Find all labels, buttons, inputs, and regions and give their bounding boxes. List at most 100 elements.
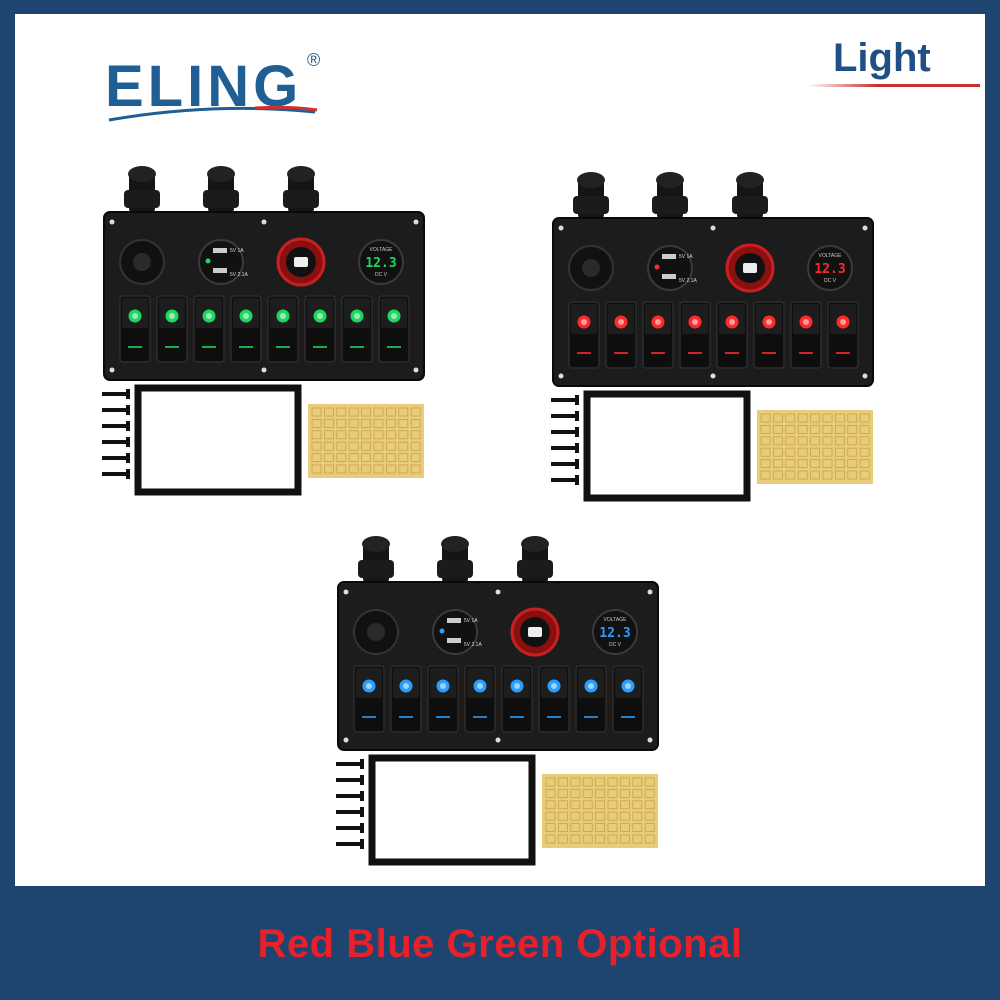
switch-indicator bbox=[165, 346, 179, 348]
cigarette-lighter-icon bbox=[510, 607, 560, 657]
usb-label: 5V 2.1A bbox=[230, 272, 248, 278]
switch-indicator bbox=[836, 352, 850, 354]
switch-indicator bbox=[276, 346, 290, 348]
switch-indicator bbox=[399, 716, 413, 718]
gasket-frame bbox=[368, 754, 536, 866]
panel-body bbox=[337, 581, 659, 751]
switch-indicator bbox=[651, 352, 665, 354]
screw-hole bbox=[413, 219, 419, 225]
rocker-switch bbox=[827, 301, 859, 369]
switch-indicator bbox=[688, 352, 702, 354]
mounting-screw-icon bbox=[336, 839, 364, 849]
rocker-switch bbox=[679, 301, 711, 369]
switch-indicator bbox=[799, 352, 813, 354]
screw-hole bbox=[109, 219, 115, 225]
screw-hole bbox=[343, 737, 349, 743]
switch-indicator bbox=[362, 716, 376, 718]
rocker-switch bbox=[501, 665, 533, 733]
light-underline bbox=[808, 84, 980, 87]
switch-indicator bbox=[239, 346, 253, 348]
mounting-screw-icon bbox=[102, 453, 130, 463]
screw-hole bbox=[862, 373, 868, 379]
voltmeter-header: VOLTAGE bbox=[819, 253, 843, 259]
switch-indicator bbox=[436, 716, 450, 718]
switch-indicator bbox=[128, 346, 142, 348]
socket-cap-icon bbox=[732, 172, 768, 222]
screw-hole bbox=[109, 367, 115, 373]
rocker-switch bbox=[642, 301, 674, 369]
socket-cap-icon bbox=[573, 172, 609, 222]
rocker-switch bbox=[568, 301, 600, 369]
screw-hole bbox=[261, 367, 267, 373]
screw-hole bbox=[558, 373, 564, 379]
light-label: Light bbox=[833, 36, 931, 80]
registered-mark: ® bbox=[307, 50, 321, 70]
mounting-screw-icon bbox=[551, 443, 579, 453]
rocker-switch bbox=[605, 301, 637, 369]
screw-hole bbox=[343, 589, 349, 595]
panel-body bbox=[552, 217, 874, 387]
screw-hole bbox=[495, 589, 501, 595]
screw-hole bbox=[647, 737, 653, 743]
rocker-switch bbox=[464, 665, 496, 733]
socket-cap-icon bbox=[517, 536, 553, 586]
rocker-switch bbox=[378, 295, 410, 363]
voltmeter-reading: 12.3 bbox=[365, 256, 396, 271]
gasket-frame bbox=[134, 384, 302, 496]
screw-hole bbox=[413, 367, 419, 373]
rocker-switch bbox=[575, 665, 607, 733]
rocker-switch bbox=[230, 295, 262, 363]
label-sticker-sheet bbox=[757, 410, 873, 484]
rocker-switch bbox=[790, 301, 822, 369]
rocker-switch bbox=[390, 665, 422, 733]
mounting-screw-icon bbox=[102, 437, 130, 447]
rocker-switch bbox=[353, 665, 385, 733]
mounting-screw-icon bbox=[336, 791, 364, 801]
voltmeter-footer: DC V bbox=[609, 642, 622, 648]
eling-logo: ELING ® bbox=[105, 50, 335, 122]
mounting-screw-icon bbox=[551, 395, 579, 405]
cigarette-lighter-icon bbox=[725, 243, 775, 293]
rocker-switch bbox=[156, 295, 188, 363]
switch-indicator bbox=[584, 716, 598, 718]
mounting-screw-icon bbox=[102, 421, 130, 431]
rocker-switch bbox=[267, 295, 299, 363]
socket-cap-icon bbox=[283, 166, 319, 216]
screw-hole bbox=[710, 225, 716, 231]
mounting-screw-icon bbox=[551, 427, 579, 437]
label-sticker-sheet bbox=[308, 404, 424, 478]
mounting-screw-icon bbox=[336, 823, 364, 833]
rocker-switch bbox=[716, 301, 748, 369]
socket-cap-icon bbox=[358, 536, 394, 586]
mounting-screw-icon bbox=[336, 807, 364, 817]
usb-charger-icon: 5V 1A 5V 2.1A bbox=[198, 239, 248, 285]
voltmeter-reading: 12.3 bbox=[814, 262, 845, 277]
rocker-switch bbox=[119, 295, 151, 363]
switch-indicator bbox=[621, 716, 635, 718]
rocker-switch bbox=[753, 301, 785, 369]
mounting-screw-icon bbox=[551, 475, 579, 485]
mounting-screw-icon bbox=[336, 759, 364, 769]
socket-cap-icon bbox=[124, 166, 160, 216]
switch-indicator bbox=[577, 352, 591, 354]
logo-swoosh-icon bbox=[108, 105, 318, 122]
mounting-screw-icon bbox=[336, 775, 364, 785]
screw-hole bbox=[495, 737, 501, 743]
usb-label: 5V 1A bbox=[230, 248, 244, 254]
voltmeter-reading: 12.3 bbox=[599, 626, 630, 641]
rocker-switch bbox=[427, 665, 459, 733]
screw-hole bbox=[558, 225, 564, 231]
screw-hole bbox=[261, 219, 267, 225]
switch-indicator bbox=[350, 346, 364, 348]
switch-indicator bbox=[547, 716, 561, 718]
voltmeter-header: VOLTAGE bbox=[370, 247, 394, 253]
rocker-switch bbox=[538, 665, 570, 733]
